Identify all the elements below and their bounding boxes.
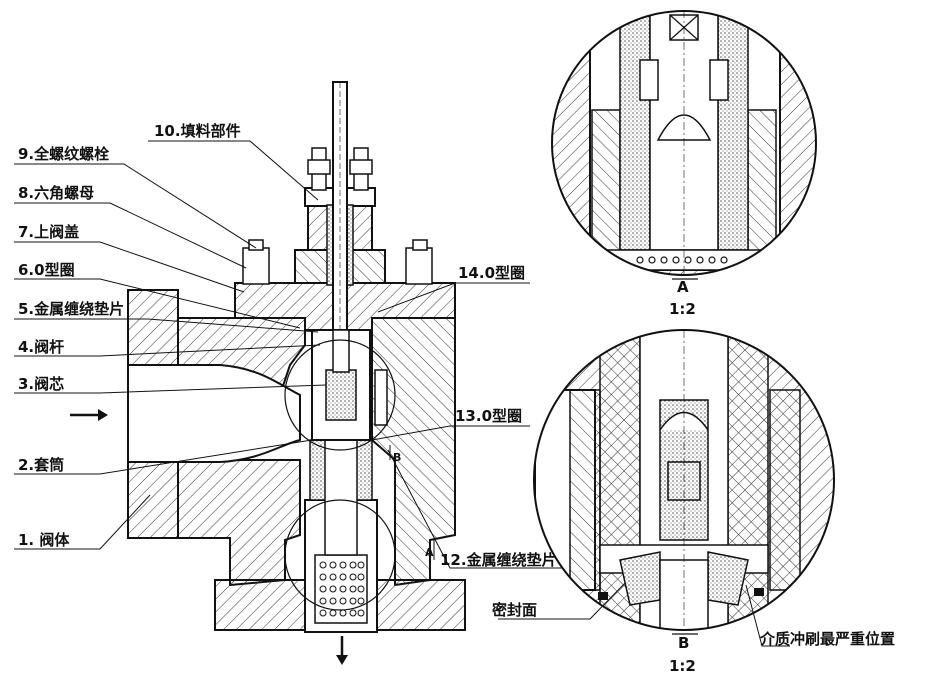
label-sealing-face: 密封面 xyxy=(492,601,538,619)
main-valve-body xyxy=(70,81,466,665)
detail-a-scale: 1:2 xyxy=(669,300,696,318)
label-valve-body: 1. 阀体 xyxy=(18,531,70,549)
detail-b-view xyxy=(533,329,835,631)
label-spiral-wound-gasket-12: 12.金属缠绕垫片 xyxy=(440,551,557,569)
label-hex-nut: 8.六角螺母 xyxy=(18,184,95,202)
label-erosion-position: 介质冲刷最严重位置 xyxy=(760,630,896,648)
detail-a-view xyxy=(551,10,817,276)
detail-b-scale: 1:2 xyxy=(669,657,696,675)
label-valve-core: 3.阀芯 xyxy=(18,375,65,393)
marker-b: B xyxy=(393,451,402,464)
label-spiral-wound-gasket-5: 5.金属缠绕垫片 xyxy=(18,300,125,318)
label-o-ring-13: 13.0型圈 xyxy=(455,407,523,425)
label-o-ring-14: 14.0型圈 xyxy=(458,264,526,282)
label-valve-stem: 4.阀杆 xyxy=(18,338,65,356)
detail-b-label: B xyxy=(678,634,690,652)
marker-a: A xyxy=(425,546,434,559)
label-packing-assembly: 10.填料部件 xyxy=(154,122,241,140)
label-o-ring-6: 6.0型圈 xyxy=(18,261,75,279)
label-upper-bonnet: 7.上阀盖 xyxy=(18,223,80,241)
detail-a-label: A xyxy=(677,278,689,296)
label-full-thread-bolt: 9.全螺纹螺栓 xyxy=(18,145,110,163)
leader-lines xyxy=(14,140,790,647)
label-sleeve: 2.套筒 xyxy=(18,456,65,474)
